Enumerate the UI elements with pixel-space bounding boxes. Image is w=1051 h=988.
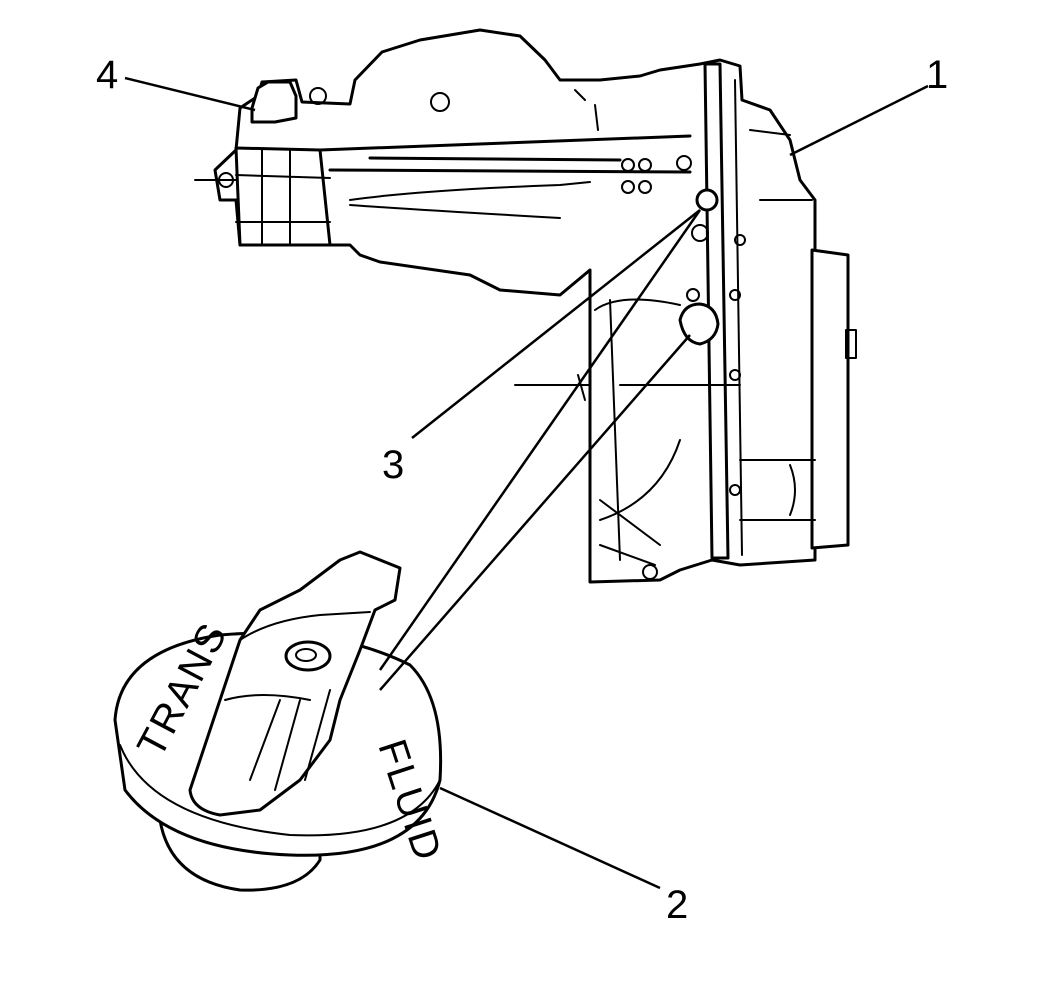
leader-cap-b [379, 334, 691, 691]
callout-3: 3 [382, 443, 404, 487]
transmission-assembly [194, 28, 857, 584]
mounted-fill-cap [678, 302, 720, 346]
end-cap [234, 146, 332, 247]
upper-housing [213, 28, 817, 584]
leader-lines [124, 76, 929, 890]
cap-handle [188, 550, 402, 817]
leader-3 [411, 209, 701, 439]
leader-2 [439, 786, 661, 890]
side-cover [810, 248, 850, 550]
leader-1 [789, 84, 929, 157]
callout-2: 2 [666, 883, 688, 927]
valve-body-bolts [621, 155, 746, 580]
fluid-fill-cap: TRANS FLUID [113, 550, 450, 892]
flange-plate [703, 62, 730, 560]
callout-1: 1 [926, 53, 948, 97]
sensor-connector [250, 80, 298, 124]
cap-handle-hub [284, 640, 332, 672]
leader-cap-a [378, 209, 702, 671]
leader-4 [124, 76, 256, 112]
callout-4: 4 [96, 53, 118, 97]
side-cover-tab [845, 329, 857, 359]
fill-tube-port [695, 188, 719, 212]
